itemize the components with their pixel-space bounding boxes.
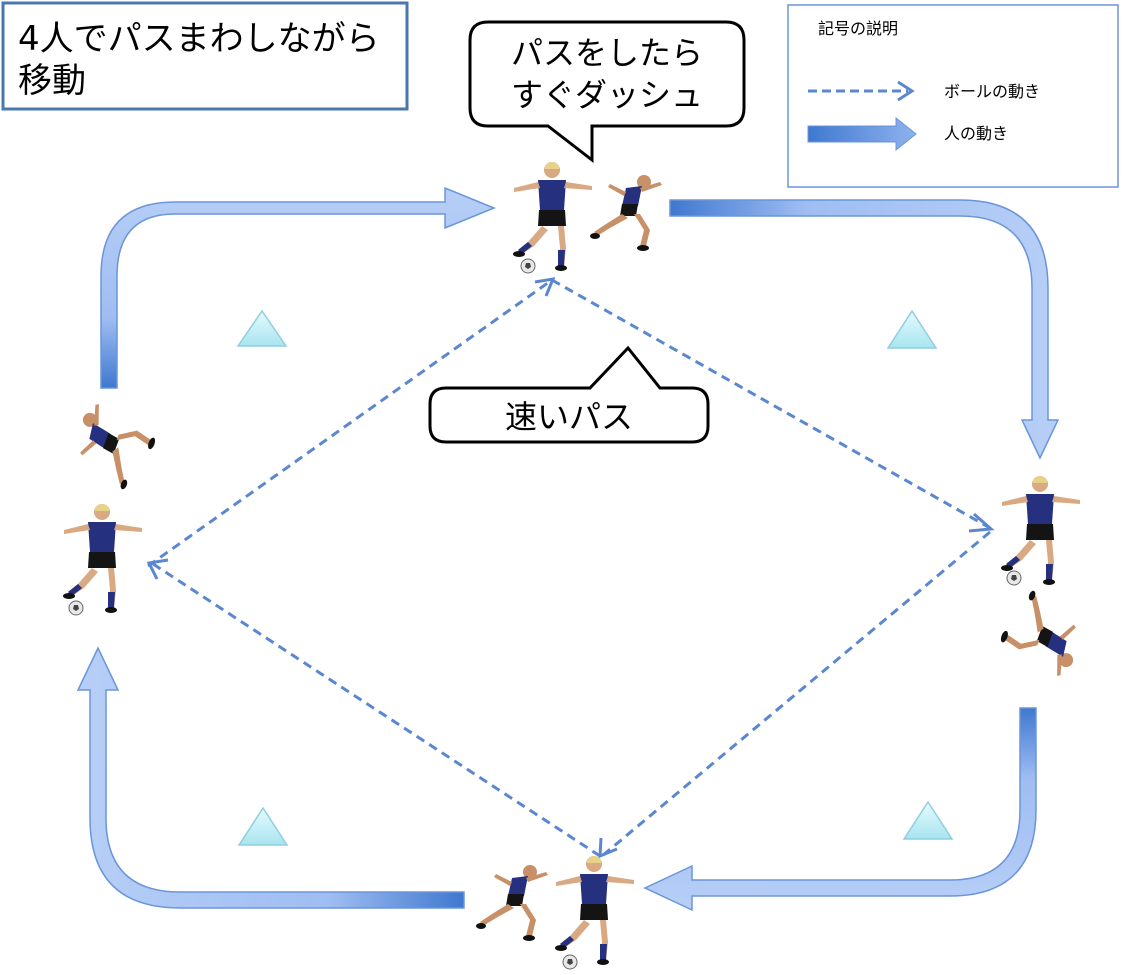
sprinting-player-icon <box>476 865 548 941</box>
pass-lines <box>147 278 991 858</box>
callout-top-line-1: パスをしたら <box>511 34 703 72</box>
legend-person-label: 人の動き <box>944 124 1008 143</box>
player-top-runner <box>590 175 662 251</box>
soccer-player-icon <box>555 856 634 965</box>
player-right-kicker <box>1001 476 1080 586</box>
player-left-kicker <box>63 504 142 616</box>
pass-top-to-right <box>551 278 991 530</box>
legend-title: 記号の説明 <box>818 19 898 38</box>
sprinting-player-icon <box>995 585 1092 680</box>
pass-right-to-bottom <box>601 530 991 858</box>
pass-left-to-top <box>147 278 553 568</box>
arrowhead-left-icon <box>146 558 169 580</box>
title-box: 4人でパスまわしながら 移動 <box>1 1 409 111</box>
cone-icon <box>886 309 938 349</box>
player-top-kicker <box>513 162 592 274</box>
soccer-player-icon <box>63 504 142 613</box>
soccer-ball-icon <box>1006 570 1022 586</box>
title-line-2: 移動 <box>18 61 86 101</box>
legend-dashed-arrow-icon <box>808 80 915 102</box>
player-right-runner <box>995 585 1092 680</box>
soccer-ball-icon <box>68 600 84 616</box>
pass-bottom-to-left <box>149 560 601 858</box>
cone-icon <box>237 806 289 846</box>
soccer-player-icon <box>1001 476 1080 585</box>
legend-box: 記号の説明 ボールの動き 人の動き <box>787 4 1119 188</box>
callout-top-line-2: すぐダッシュ <box>511 76 703 114</box>
soccer-ball-icon <box>520 258 536 274</box>
arrowhead-right-icon <box>968 512 995 533</box>
title-line-1: 4人でパスまわしながら <box>18 19 380 59</box>
legend-ball-label: ボールの動き <box>944 82 1040 101</box>
sprinting-player-icon <box>590 175 662 251</box>
callout-fast-pass: 速いパス <box>428 345 710 444</box>
soccer-player-icon <box>513 162 592 271</box>
callout-dash-after-pass: パスをしたら すぐダッシュ <box>468 20 746 164</box>
arrowhead-top-icon <box>534 277 556 297</box>
soccer-ball-icon <box>562 954 578 970</box>
arrowhead-bottom-icon <box>598 837 618 859</box>
cone-icon <box>902 800 954 840</box>
movement-arrow-top-left <box>100 186 496 389</box>
player-bottom-runner <box>476 865 548 941</box>
legend-thick-arrow-icon <box>807 116 917 152</box>
movement-arrow-bottom-left <box>76 646 465 909</box>
pass-arrowheads <box>146 277 995 859</box>
callout-center-text: 速いパス <box>505 398 633 436</box>
movement-arrow-bottom-right <box>643 707 1037 912</box>
cone-icon <box>236 309 288 347</box>
player-left-runner <box>64 400 161 495</box>
cones <box>236 309 954 846</box>
player-bottom-kicker <box>555 856 634 970</box>
sprinting-player-icon <box>64 400 161 495</box>
movement-arrow-top-right <box>669 199 1060 460</box>
